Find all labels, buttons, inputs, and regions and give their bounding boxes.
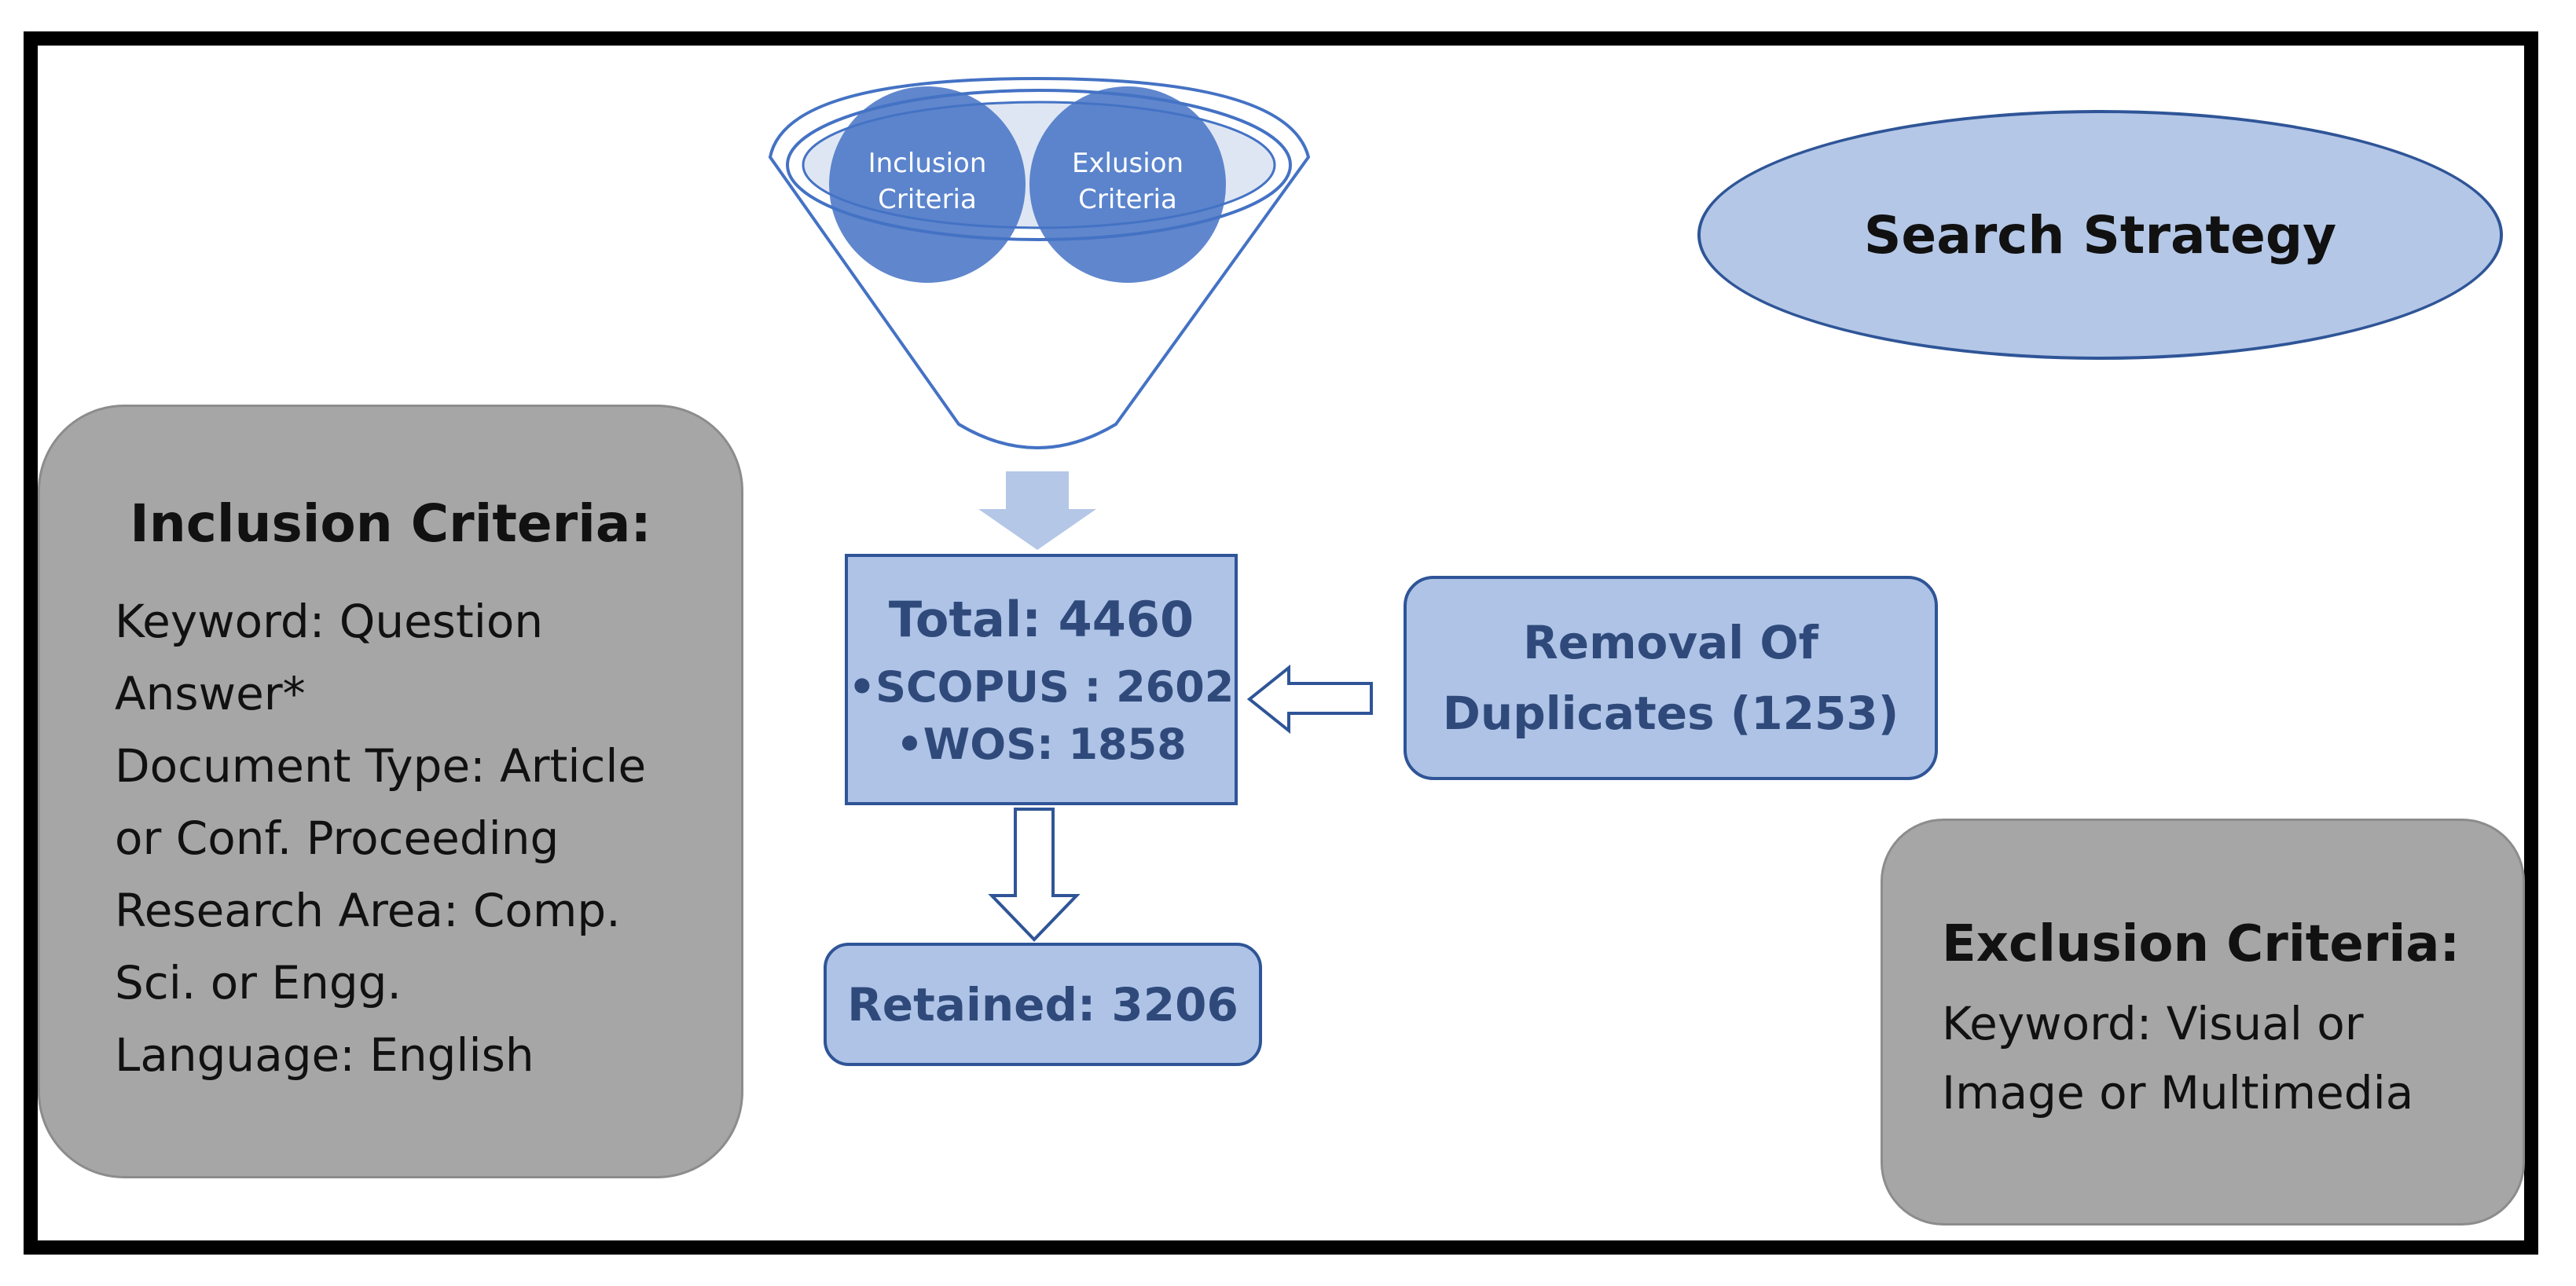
inclusion-criteria-line: Answer* bbox=[115, 667, 306, 720]
wos-count: •WOS: 1858 bbox=[896, 719, 1187, 769]
removal-of-duplicates-box: Removal Of Duplicates (1253) bbox=[1404, 576, 1938, 780]
total-box: Total: 4460 •SCOPUS : 2602 •WOS: 1858 bbox=[845, 554, 1238, 805]
exclusion-criteria-heading: Exclusion Criteria: bbox=[1942, 915, 2460, 973]
exclusion-circle-label-line1: Exlusion bbox=[1071, 148, 1184, 179]
removal-line2: Duplicates (1253) bbox=[1442, 687, 1899, 740]
inclusion-circle-label-line1: Inclusion bbox=[868, 148, 987, 179]
exclusion-criteria-line: Image or Multimedia bbox=[1942, 1066, 2414, 1119]
inclusion-criteria-heading: Inclusion Criteria: bbox=[130, 493, 651, 554]
inclusion-criteria-line: Research Area: Comp. bbox=[115, 884, 621, 937]
inclusion-circle-label: Inclusion Criteria bbox=[849, 145, 1006, 218]
exclusion-circle-label-line2: Criteria bbox=[1078, 184, 1177, 215]
inclusion-circle-label-line2: Criteria bbox=[878, 184, 977, 215]
exclusion-criteria-box: Exclusion Criteria: Keyword: Visual or I… bbox=[1881, 819, 2525, 1226]
exclusion-criteria-line: Keyword: Visual or bbox=[1942, 997, 2364, 1050]
scopus-count: •SCOPUS : 2602 bbox=[848, 661, 1235, 712]
removal-to-total-arrow bbox=[1246, 664, 1373, 735]
removal-line1: Removal Of bbox=[1523, 616, 1818, 669]
inclusion-criteria-box: Inclusion Criteria: Keyword: Question An… bbox=[38, 405, 743, 1178]
inclusion-criteria-line: or Conf. Proceeding bbox=[115, 812, 560, 865]
retained-box: Retained: 3206 bbox=[824, 943, 1262, 1066]
inclusion-criteria-circle bbox=[829, 86, 1026, 283]
inclusion-criteria-line: Document Type: Article bbox=[115, 739, 647, 793]
search-strategy-label: Search Strategy bbox=[1863, 204, 2337, 266]
total-to-retained-arrow bbox=[988, 808, 1081, 942]
exclusion-circle-label: Exlusion Criteria bbox=[1049, 145, 1206, 218]
total-count: Total: 4460 bbox=[888, 590, 1194, 648]
retained-count: Retained: 3206 bbox=[847, 977, 1238, 1031]
exclusion-criteria-circle bbox=[1029, 86, 1226, 283]
inclusion-criteria-line: Language: English bbox=[115, 1028, 534, 1082]
funnel-down-arrow bbox=[978, 471, 1096, 550]
inclusion-criteria-line: Keyword: Question bbox=[115, 595, 544, 648]
inclusion-criteria-line: Sci. or Engg. bbox=[115, 956, 402, 1009]
search-strategy-ellipse: Search Strategy bbox=[1697, 110, 2503, 360]
